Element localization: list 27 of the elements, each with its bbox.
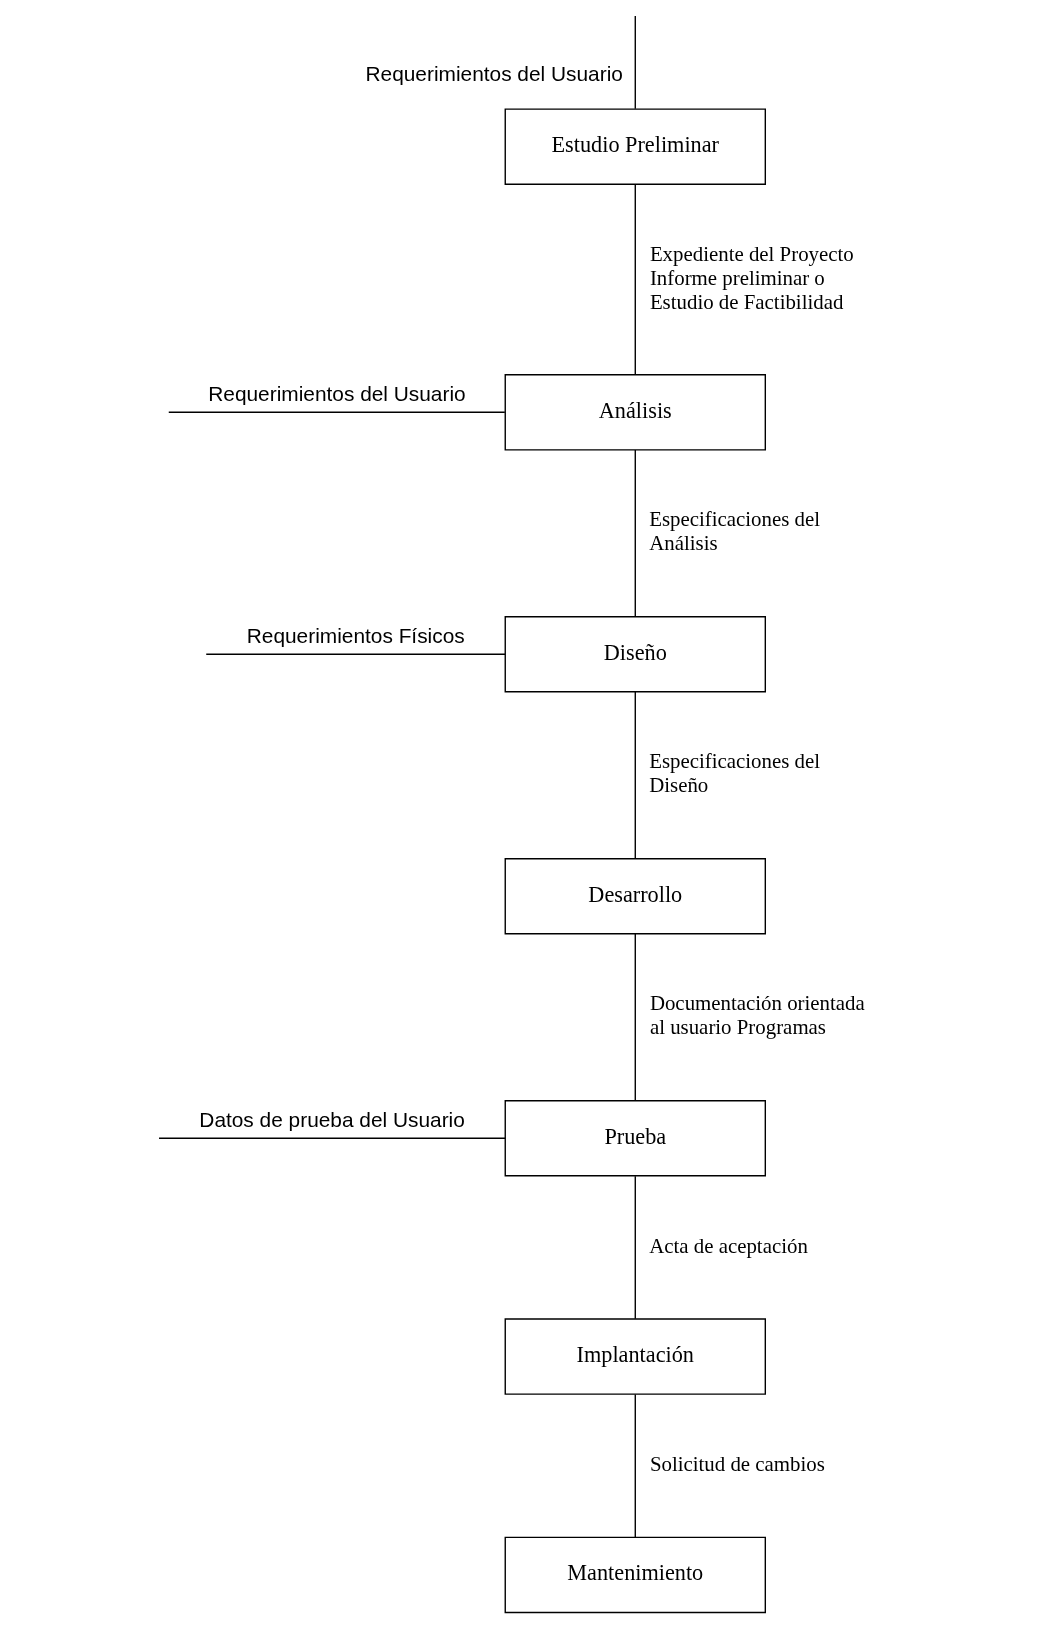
node-box: Mantenimiento bbox=[504, 1536, 766, 1614]
connector bbox=[157, 1137, 506, 1139]
edge-label: Requerimientos Físicos bbox=[246, 624, 465, 648]
connector bbox=[634, 15, 636, 110]
connector bbox=[634, 1175, 636, 1320]
edge-label: Expediente del Proyecto Informe preliminar o Estudio de Factibilidad bbox=[649, 242, 854, 314]
connector bbox=[205, 653, 506, 655]
node-box: Prueba bbox=[504, 1100, 766, 1177]
connector bbox=[634, 691, 636, 860]
node-box: Desarrollo bbox=[504, 858, 766, 935]
edge-label: Requerimientos del Usuario bbox=[364, 61, 623, 85]
edge-label: Documentación orientada al usuario Programas bbox=[649, 991, 865, 1039]
node-box: Diseño bbox=[504, 616, 766, 693]
connector bbox=[634, 449, 636, 618]
connector bbox=[167, 411, 506, 413]
edge-label: Especificaciones del Diseño bbox=[648, 749, 820, 797]
edge-label: Requerimientos del Usuario bbox=[207, 382, 466, 406]
connector bbox=[634, 933, 636, 1102]
connector bbox=[634, 1393, 636, 1538]
edge-label: Acta de aceptación bbox=[648, 1233, 808, 1258]
node-box: Análisis bbox=[504, 374, 766, 451]
edge-label: Solicitud de cambios bbox=[649, 1452, 825, 1477]
node-box: Implantación bbox=[504, 1318, 766, 1395]
node-box: Estudio Preliminar bbox=[504, 108, 766, 185]
connector bbox=[634, 183, 636, 376]
edge-label: Datos de prueba del Usuario bbox=[198, 1108, 465, 1132]
edge-label: Especificaciones del Análisis bbox=[648, 507, 820, 555]
